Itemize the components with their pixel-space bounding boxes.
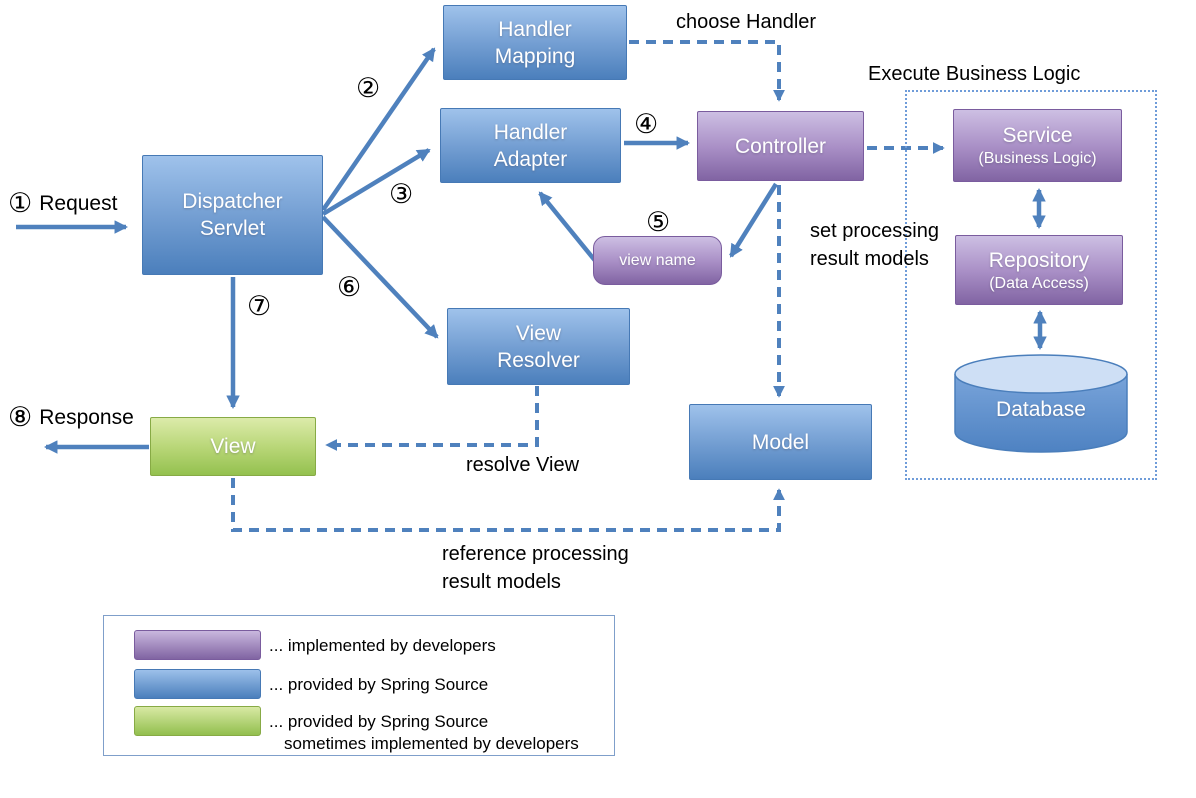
label-execute-business-logic: Execute Business Logic xyxy=(868,63,1081,85)
node-sublabel: (Data Access) xyxy=(989,274,1089,292)
node-view: View xyxy=(150,417,316,476)
dashed-arrow-choose-handler xyxy=(629,40,785,102)
node-label: Repository xyxy=(988,248,1090,272)
step-1-request: ① Request xyxy=(8,190,117,217)
node-sublabel: (Business Logic) xyxy=(978,150,1097,167)
label-set-processing: set processing result models xyxy=(810,217,939,273)
step-6-circle: ⑥ xyxy=(337,272,362,302)
label-reference-line2: result models xyxy=(442,571,561,593)
legend-item-blue-text: ... provided by Spring Source xyxy=(269,675,489,694)
node-label: Dispatcher xyxy=(182,190,283,213)
step-7-circle: ⑦ xyxy=(247,291,272,321)
step-4-circle: ④ xyxy=(634,109,659,139)
step-8-response: ⑧ Response xyxy=(8,404,134,431)
step-5-circle: ⑤ xyxy=(646,207,671,237)
node-repository: Repository (Data Access) xyxy=(955,235,1123,305)
label-choose-handler: choose Handler xyxy=(676,11,817,33)
node-label: View xyxy=(210,435,256,458)
step-8-circle: ⑧ xyxy=(8,402,33,432)
node-label: Service xyxy=(1002,124,1073,147)
label-set-processing-line1: set processing xyxy=(810,220,939,242)
legend-item-green-text-line1: ... provided by Spring Source xyxy=(269,712,489,731)
node-label: view name xyxy=(619,251,696,269)
legend-swatch-blue xyxy=(134,669,261,699)
execute-business-logic-frame xyxy=(905,90,1157,480)
node-controller: Controller xyxy=(697,111,864,181)
node-model: Model xyxy=(689,404,872,480)
node-view-name: view name xyxy=(593,236,722,285)
arrow-view-name-to-adapter xyxy=(538,191,599,265)
step-1-circle: ① xyxy=(8,188,33,218)
node-label: Handler xyxy=(493,120,568,144)
node-label: Model xyxy=(751,430,810,454)
label-resolve-view: resolve View xyxy=(466,454,580,476)
dashed-arrow-resolver-to-view xyxy=(325,386,539,451)
legend-swatch-purple xyxy=(134,630,261,660)
node-dispatcher-servlet: Dispatcher Servlet xyxy=(142,155,323,275)
legend-swatch-green xyxy=(134,706,261,736)
label-reference-line1: reference processing xyxy=(442,543,629,565)
label-set-processing-line2: result models xyxy=(810,248,929,270)
node-view-resolver: View Resolver xyxy=(447,308,630,385)
dashed-arrow-view-to-model xyxy=(231,478,785,532)
node-label: Servlet xyxy=(199,217,266,240)
legend: ... implemented by developers ... provid… xyxy=(103,615,615,756)
node-handler-mapping: Handler Mapping xyxy=(443,5,627,80)
legend-item-purple-text: ... implemented by developers xyxy=(269,636,496,655)
arrow-controller-to-view-name xyxy=(729,182,778,258)
node-label: Handler xyxy=(498,17,572,41)
node-database-label: Database xyxy=(996,398,1086,421)
node-label: View xyxy=(515,321,562,345)
step-3-circle: ③ xyxy=(389,179,414,209)
node-label: Adapter xyxy=(493,147,568,171)
node-service: Service (Business Logic) xyxy=(953,109,1122,182)
step-8-text: Response xyxy=(39,406,134,429)
node-label: Controller xyxy=(734,134,827,158)
step-1-text: Request xyxy=(39,192,118,215)
node-label: Mapping xyxy=(494,44,576,68)
label-reference-processing: reference processing result models xyxy=(442,540,629,596)
step-2-circle: ② xyxy=(356,73,381,103)
node-label: Resolver xyxy=(497,348,580,372)
legend-item-green-text-line2: sometimes implemented by developers xyxy=(284,734,579,753)
node-handler-adapter: Handler Adapter xyxy=(440,108,621,183)
